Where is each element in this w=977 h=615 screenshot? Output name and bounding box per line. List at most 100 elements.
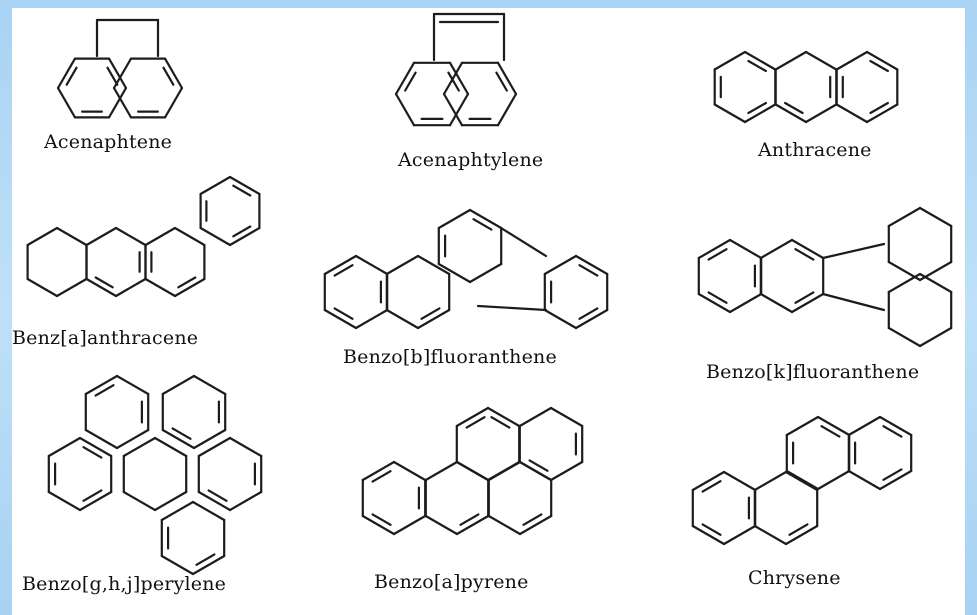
bond-line xyxy=(106,66,119,86)
bond-line xyxy=(774,103,808,124)
bond-line xyxy=(697,292,732,314)
bond-line xyxy=(163,57,184,90)
bond-line xyxy=(354,308,389,330)
bond-line xyxy=(691,470,726,492)
bond-line xyxy=(490,416,511,429)
bond-line xyxy=(56,57,77,90)
bond-line xyxy=(783,101,804,115)
bond-line xyxy=(804,50,838,71)
bond-line xyxy=(173,226,206,247)
bond-line xyxy=(160,554,195,576)
bond-line xyxy=(416,308,451,330)
bond-line xyxy=(85,226,118,247)
bond-line xyxy=(472,218,493,231)
bond-line xyxy=(394,61,416,96)
bond-line xyxy=(496,92,518,127)
bond-line xyxy=(543,308,578,330)
benzo-a-pyrene-structure xyxy=(361,406,584,536)
bond-line xyxy=(115,428,150,450)
bond-line xyxy=(192,374,227,396)
bond-line xyxy=(447,71,460,92)
bond-line xyxy=(448,92,470,127)
bond-line xyxy=(424,514,459,536)
bond-line xyxy=(354,254,389,276)
bond-line xyxy=(232,225,252,238)
bond-line xyxy=(785,415,820,437)
bond-line xyxy=(747,59,768,73)
bond-line xyxy=(122,436,157,458)
bond-line xyxy=(361,460,396,482)
bond-line xyxy=(55,277,88,298)
bond-line xyxy=(112,86,133,119)
bond-line xyxy=(173,277,206,298)
bond-line xyxy=(232,184,252,197)
bond-line xyxy=(199,226,232,247)
bond-line xyxy=(578,264,599,277)
bond-line xyxy=(495,71,508,92)
bond-line xyxy=(323,308,358,330)
bond-line xyxy=(788,523,809,536)
bond-line xyxy=(153,436,188,458)
bond-line xyxy=(549,406,584,428)
bond-line xyxy=(144,226,177,247)
bond-line xyxy=(84,374,119,396)
bond-line xyxy=(713,50,747,71)
bond-line xyxy=(774,50,808,71)
bond-line xyxy=(161,374,196,396)
bond-line xyxy=(522,513,543,526)
bond-line xyxy=(821,242,886,260)
bond-line xyxy=(578,307,599,320)
bond-line xyxy=(47,490,82,512)
bond-line xyxy=(794,248,815,261)
chrysene-structure xyxy=(691,415,913,546)
bond-line xyxy=(784,470,819,492)
bond-line xyxy=(47,436,82,458)
bond-line xyxy=(442,92,464,127)
bond-line xyxy=(759,292,794,314)
bond-line xyxy=(442,61,464,96)
bond-line xyxy=(228,226,261,247)
bond-line xyxy=(107,57,128,90)
bond-line xyxy=(835,103,869,124)
bond-line xyxy=(195,553,216,566)
label-benzo-k-fluoranthene: Benzo[k]fluoranthene xyxy=(706,361,920,383)
bond-line xyxy=(701,480,722,493)
bond-line xyxy=(85,277,118,298)
label-benzo-a-pyrene: Benzo[a]pyrene xyxy=(374,571,529,593)
benz-a-anthracene-structure xyxy=(26,175,261,298)
bond-line xyxy=(518,460,553,482)
bond-line xyxy=(465,416,486,429)
bond-line xyxy=(455,406,490,428)
bond-line xyxy=(163,86,184,119)
bond-line xyxy=(199,175,232,196)
bond-line xyxy=(518,514,553,536)
bond-line xyxy=(753,524,788,546)
bond-line xyxy=(385,254,420,276)
bond-line xyxy=(816,469,851,491)
bond-line xyxy=(333,307,354,320)
label-anthracene: Anthracene xyxy=(758,139,872,161)
bond-line xyxy=(333,264,354,277)
bond-line xyxy=(759,238,794,260)
bond-line xyxy=(722,524,757,546)
bond-line xyxy=(887,206,922,228)
benzo-b-fluoranthene-structure xyxy=(323,208,609,330)
bond-line xyxy=(468,208,503,230)
bond-line xyxy=(153,490,188,512)
bond-line xyxy=(691,524,726,546)
bond-line xyxy=(94,384,115,397)
bond-line xyxy=(835,50,869,71)
bond-line xyxy=(468,262,503,284)
label-benzo-ghi-perylene: Benzo[g,h,j]perylene xyxy=(22,573,227,595)
bond-line xyxy=(878,415,913,437)
bond-line xyxy=(404,71,417,92)
bond-line xyxy=(528,459,549,472)
label-acenaphtylene: Acenaphtylene xyxy=(398,149,544,171)
bond-line xyxy=(499,226,548,258)
label-acenaphtene: Acenaphtene xyxy=(44,131,173,153)
bond-line xyxy=(865,50,899,71)
bond-line xyxy=(82,446,103,459)
bond-line xyxy=(878,469,913,491)
bond-line xyxy=(918,326,953,348)
